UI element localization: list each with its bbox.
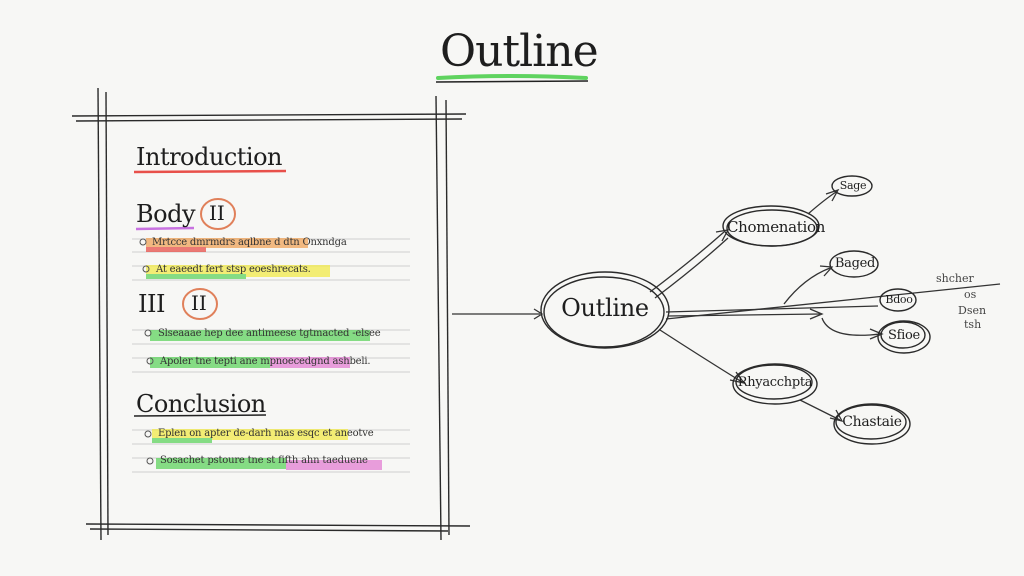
body-badge: II [209,201,225,225]
title-underline-ink [435,80,589,83]
link-chastaie [799,399,841,421]
map-node-baged: Baged [834,256,876,271]
link-sage [807,191,837,215]
introduction-underline [133,169,287,174]
document-frame [71,87,471,541]
map-node-chastaie: Chastaie [842,414,902,430]
bullet-marks [139,238,154,465]
conclusion-underline [133,414,267,417]
link-chomenation [649,231,725,293]
note-line: Eplen on apter de-darh mas esqc et aneot… [158,428,374,439]
link-baged [783,267,831,305]
section-part3: III [138,290,165,318]
part3-badge-circle [182,288,218,320]
map-node-bdoo: Bdoo [885,293,913,306]
section-conclusion: Conclusion [136,390,266,418]
section-introduction: Introduction [136,143,283,171]
map-node-sage: Sage [839,179,867,192]
part3-badge: II [191,291,207,315]
body-badge-circle [200,198,236,230]
note-line: Slseaaae hep dee antimeese tgtmacted -el… [158,328,381,339]
title-underline [436,74,588,80]
body-underline [135,226,195,231]
note-line: Sosachet pstoure tne st fifth ahn taedue… [160,455,368,466]
map-node-rhyacchpta: Rhyacchpta [737,375,813,390]
side-note: tsh [964,318,982,331]
section-body: Body [136,200,196,228]
link-rhyacchpta [659,329,743,383]
link-bdoo [665,305,879,313]
note-line: At eaeedt fert stsp eoeshrecats. [156,264,311,275]
side-note: Dsen [958,304,987,317]
note-line: Apoler tne tepti ane mpnoecedgnd ashbeli… [160,356,371,367]
map-connectors [452,188,1001,422]
page-title: Outline [440,26,599,77]
link-sfioe [821,317,881,336]
map-node-chomenation: Chomenation [727,218,826,236]
side-note: shcher [936,272,974,285]
map-node-sfioe: Sfioe [888,328,920,343]
highlights [146,238,382,470]
side-note: os [964,288,977,301]
map-center-label: Outline [561,294,649,322]
map-node-shapes [540,175,931,445]
note-line: Mrtcce dmrmdrs aqlbne d dtn Onxndga [152,237,347,248]
